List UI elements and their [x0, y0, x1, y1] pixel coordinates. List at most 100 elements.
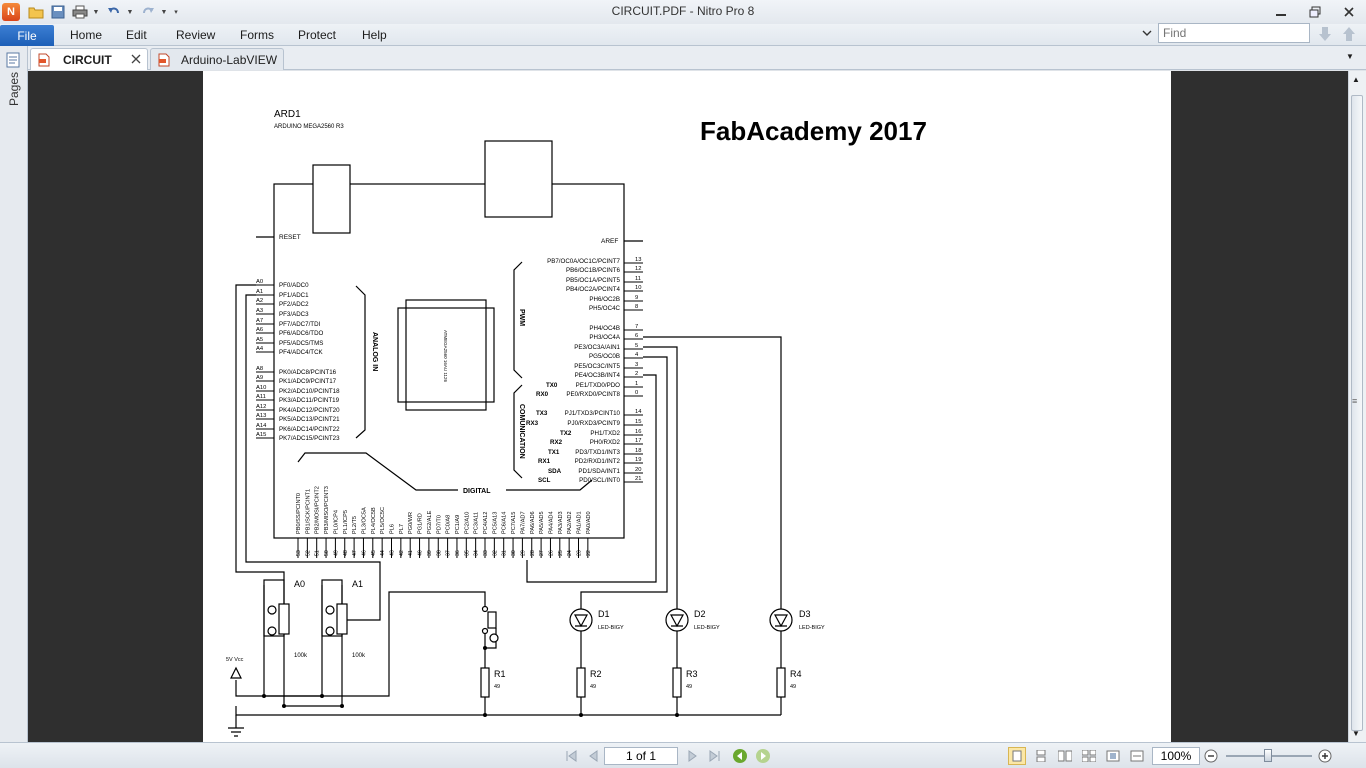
pwm-pin-number: 6: [635, 333, 638, 339]
digital-pin-number: 38: [436, 550, 442, 556]
pwm-pin-name: PH5/OC4C: [589, 305, 620, 312]
pwm-pin-name: PH4/OC4B: [589, 325, 620, 332]
fit-page-icon[interactable]: [1104, 747, 1122, 765]
pot-a1-ref: A1: [352, 579, 363, 589]
analog-pin-name: PF1/ADC1: [279, 292, 309, 299]
digital-pin-number: 42: [399, 550, 405, 556]
comm-pin-name: PD2/RXD1/INT2: [575, 458, 621, 465]
continuous-view-icon[interactable]: [1032, 747, 1050, 765]
led-d3-ref: D3: [799, 609, 811, 619]
comm-pin-tag: TX3: [536, 410, 548, 417]
analog-pin-ext-label: A7: [256, 318, 263, 324]
board-outline: [273, 183, 625, 539]
chip-label: ATMEGA2560 16AU 1126: [443, 330, 448, 383]
fit-width-icon[interactable]: [1128, 747, 1146, 765]
last-page-icon[interactable]: [706, 747, 724, 765]
scroll-thumb[interactable]: [1351, 95, 1363, 731]
vertical-scrollbar[interactable]: ▲ ≡ ▼: [1348, 71, 1366, 742]
zoom-slider-thumb[interactable]: [1264, 749, 1272, 762]
undo-dropdown-icon[interactable]: ▼: [126, 8, 134, 16]
analog-pin-name: PF6/ADC6/TDO: [279, 330, 324, 337]
pwm-pin-name: PE4/OC3B/INT4: [575, 372, 621, 379]
digital-pin-name: PA7/AD7: [520, 511, 526, 534]
ribbon-collapse-icon[interactable]: [1141, 27, 1155, 41]
pwm-pin-number: 13: [635, 257, 641, 263]
page-thumbnails-icon[interactable]: [5, 52, 21, 68]
scroll-down-icon[interactable]: ▼: [1352, 729, 1360, 738]
digital-pin-number: 39: [427, 550, 433, 556]
digital-pin-number: 26: [548, 550, 554, 556]
redo-dropdown-icon[interactable]: ▼: [160, 8, 168, 16]
digital-pin-name: PC4/A12: [483, 512, 489, 534]
digital-pin-number: 48: [343, 550, 349, 556]
digital-pin-name: PA4/AD4: [548, 511, 554, 534]
analog-pin-name: PK2/ADC10/PCINT18: [279, 388, 340, 395]
nitro-logo-icon[interactable]: N: [2, 3, 20, 21]
tab-arduino-labview[interactable]: Arduino-LabVIEW: [150, 48, 284, 70]
analog-pin-ext-label: A12: [256, 404, 266, 410]
aref-label: AREF: [601, 238, 618, 245]
pages-panel-tab[interactable]: Pages: [5, 70, 23, 110]
digital-pin-name: PC6/A14: [502, 512, 508, 534]
board-ref: ARD1: [274, 109, 301, 120]
menu-protect[interactable]: Protect: [298, 28, 337, 42]
menu-home[interactable]: Home: [70, 28, 103, 42]
tab-close-icon[interactable]: [131, 53, 141, 67]
zoom-out-icon[interactable]: [1202, 747, 1220, 765]
minimize-icon[interactable]: [1264, 0, 1298, 24]
menu-review[interactable]: Review: [176, 28, 216, 42]
digital-pin-name: PC1/A9: [455, 515, 461, 534]
quick-access-toolbar: N ▼ ▼ ▼ ▾: [0, 0, 184, 24]
analog-pin-name: PK0/ADC8/PCINT16: [279, 369, 337, 376]
digital-pin-name: PL4/OC5B: [371, 507, 377, 534]
tab-list-dropdown-icon[interactable]: ▼: [1346, 52, 1354, 61]
scroll-up-icon[interactable]: ▲: [1352, 75, 1360, 84]
restore-icon[interactable]: [1298, 0, 1332, 24]
zoom-in-icon[interactable]: [1316, 747, 1334, 765]
print-icon[interactable]: [70, 2, 90, 22]
digital-pin-name: PA6/AD6: [530, 511, 536, 534]
previous-page-icon[interactable]: [584, 747, 602, 765]
find-previous-icon[interactable]: [1342, 26, 1358, 42]
comm-pin-name: PE0/RXD0/PCINT8: [566, 391, 620, 398]
digital-pin-name: PG1/RD: [418, 513, 424, 534]
pwm-pin-name: PB6/OC1B/PCINT6: [566, 267, 621, 274]
file-menu-button[interactable]: File: [0, 25, 54, 46]
analog-pin-name: PF3/ADC3: [279, 311, 309, 318]
first-page-icon[interactable]: [562, 747, 580, 765]
close-icon[interactable]: [1332, 0, 1366, 24]
find-next-icon[interactable]: [1318, 26, 1334, 42]
redo-icon[interactable]: [138, 2, 158, 22]
analog-pin-name: PF5/ADC5/TMS: [279, 340, 323, 347]
digital-pin-name: PB3/MISO/PCINT3: [324, 486, 330, 534]
go-back-icon[interactable]: [731, 747, 749, 765]
digital-pin-number: 22: [586, 550, 592, 556]
digital-pin-number: 37: [446, 550, 452, 556]
digital-pin-number: 28: [530, 550, 536, 556]
find-input[interactable]: [1158, 23, 1310, 43]
comm-pin-number: 18: [635, 448, 641, 454]
menu-edit[interactable]: Edit: [126, 28, 147, 42]
facing-view-icon[interactable]: [1056, 747, 1074, 765]
open-folder-icon[interactable]: [26, 2, 46, 22]
print-dropdown-icon[interactable]: ▼: [92, 8, 100, 16]
zoom-level-input[interactable]: [1152, 747, 1200, 765]
menu-forms[interactable]: Forms: [240, 28, 274, 42]
digital-pin-name: PA3/AD3: [558, 511, 564, 534]
save-icon[interactable]: [48, 2, 68, 22]
continuous-facing-view-icon[interactable]: [1080, 747, 1098, 765]
tab-label: CIRCUIT: [63, 52, 112, 67]
comm-pin-tag: RX1: [538, 458, 551, 465]
next-page-icon[interactable]: [684, 747, 702, 765]
wiring: [228, 284, 782, 737]
digital-pin-number: 53: [296, 550, 302, 556]
single-page-view-icon[interactable]: [1008, 747, 1026, 765]
undo-icon[interactable]: [104, 2, 124, 22]
go-forward-icon[interactable]: [754, 747, 772, 765]
side-panel: Pages: [0, 46, 28, 742]
page-number-input[interactable]: [604, 747, 678, 765]
tab-circuit[interactable]: CIRCUIT: [30, 48, 148, 70]
customize-toolbar-icon[interactable]: ▾: [174, 9, 178, 16]
menu-help[interactable]: Help: [362, 28, 387, 42]
analog-pin-ext-label: A11: [256, 394, 266, 400]
